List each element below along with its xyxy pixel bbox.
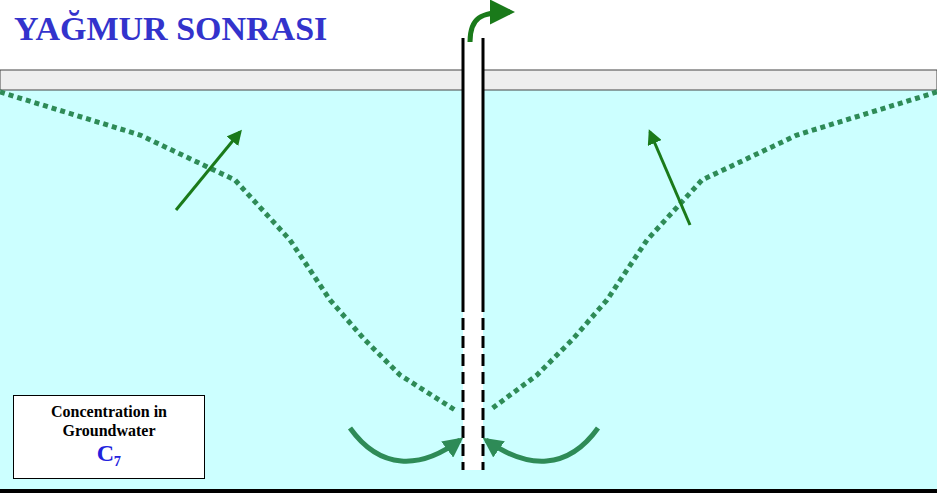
well-bore	[463, 38, 483, 470]
well-casing	[482, 38, 485, 300]
rise-arrow	[176, 132, 240, 210]
inflow-arrow	[350, 428, 460, 461]
water-table	[0, 92, 455, 410]
well-screen	[482, 300, 485, 470]
box-label: Concentration in Groundwater	[22, 402, 196, 440]
pump-arrow	[470, 12, 510, 42]
rise-arrow	[650, 132, 690, 225]
concentration-symbol: C₇	[22, 440, 196, 466]
inflow-arrow	[486, 428, 598, 461]
well-casing	[462, 38, 465, 300]
legend-box: Concentration in GroundwaterC₇	[13, 395, 205, 479]
title: YAĞMUR SONRASI	[14, 10, 327, 48]
well-screen	[462, 300, 465, 470]
aquifer-base	[0, 489, 937, 493]
water-table	[490, 92, 937, 410]
